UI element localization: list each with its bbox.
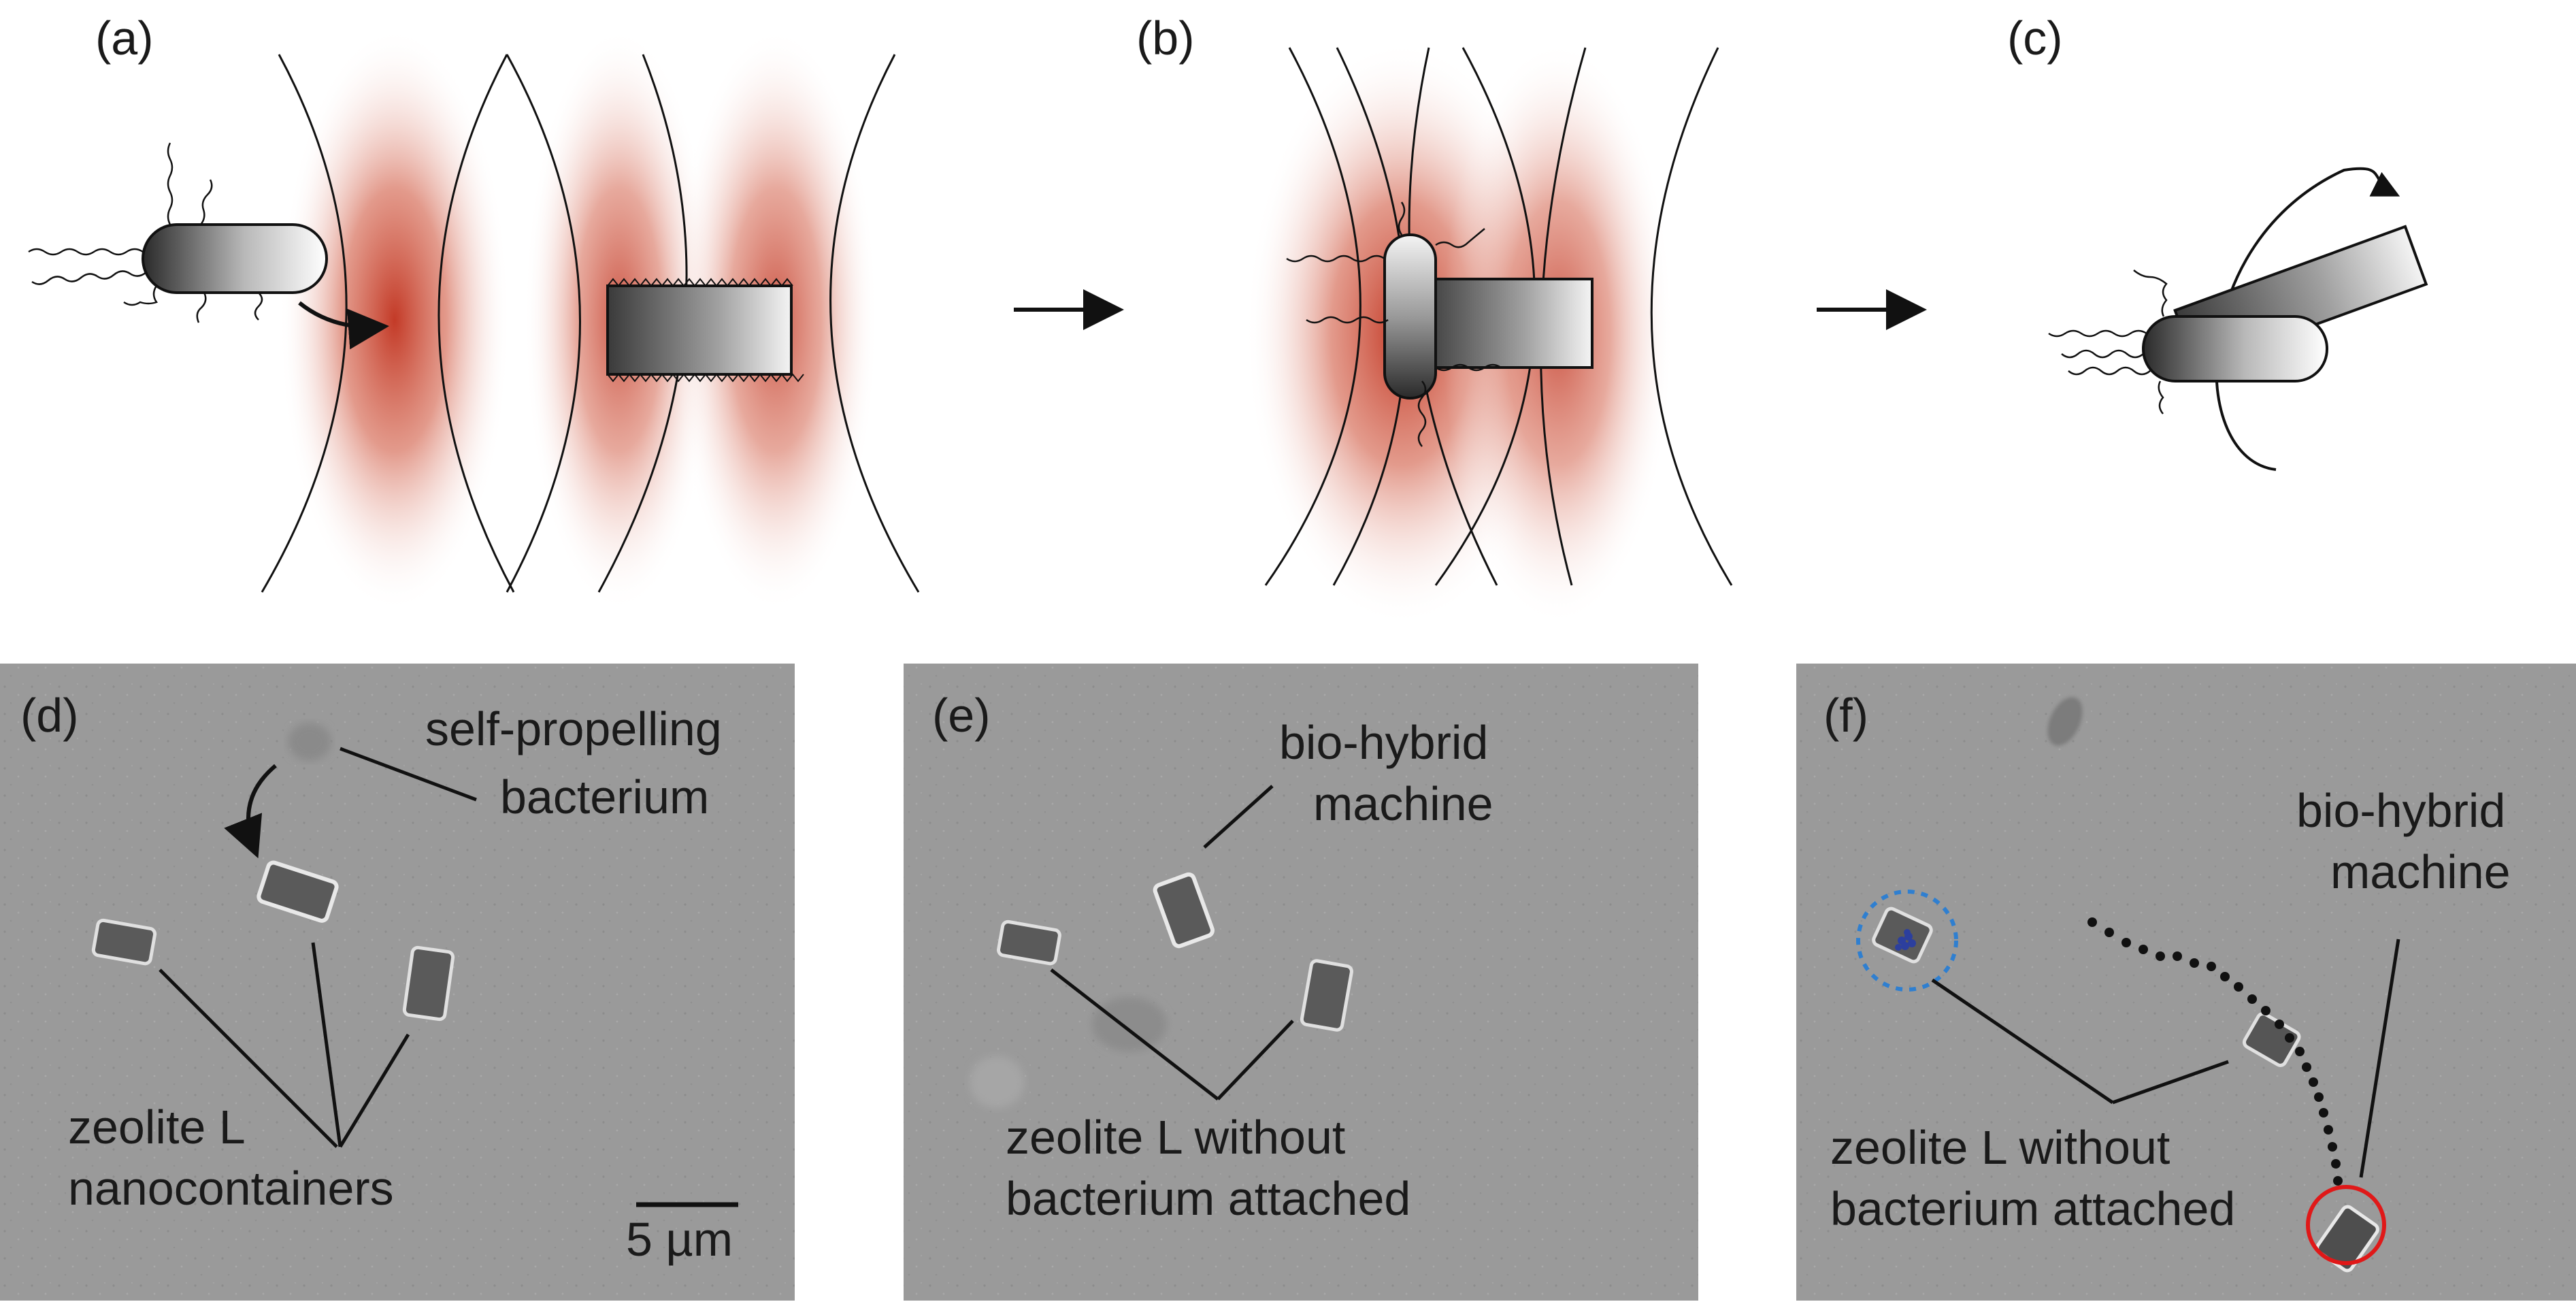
zeolite-crystal-icon xyxy=(91,860,455,1022)
panel-a-label: (a) xyxy=(95,12,154,65)
panel-b-label: (b) xyxy=(1136,12,1195,65)
panel-d-label: (d) xyxy=(20,689,79,742)
panel-a: (a) xyxy=(28,12,920,613)
panel-b: (b) xyxy=(1136,12,1733,626)
micrograph-f xyxy=(1796,664,2576,1301)
trajectory-dots xyxy=(2087,917,2343,1186)
zeolite-label-line1: zeolite L without xyxy=(1006,1111,1345,1164)
zeolite-label-line2: bacterium attached xyxy=(1006,1172,1410,1225)
laser-beam-icon xyxy=(279,27,878,613)
machine-label-line2: machine xyxy=(2330,845,2511,898)
panel-f-label: (f) xyxy=(1823,689,1868,742)
arrow-icon xyxy=(298,301,389,350)
bacterium-icon xyxy=(2048,270,2328,414)
bacterium-icon xyxy=(1286,201,1502,447)
zeolite-label-line1: zeolite L xyxy=(68,1101,246,1154)
panel-e-label: (e) xyxy=(932,689,991,742)
machine-label-line1: bio-hybrid xyxy=(1279,716,1488,769)
zeolite-crystal-icon xyxy=(606,278,804,382)
zeolite-crystal-icon xyxy=(997,872,1353,1032)
machine-label-line2: machine xyxy=(1313,777,1493,830)
bacterium-icon xyxy=(28,142,328,323)
machine-circle xyxy=(2306,1185,2386,1265)
panel-c: (c) xyxy=(2007,12,2428,471)
zeolite-crystal-icon xyxy=(1421,278,1594,369)
tracked-position-marker xyxy=(1895,929,1916,951)
zeolite-label-line2: nanocontainers xyxy=(68,1162,394,1215)
dotted-circle xyxy=(1856,890,1958,992)
micrograph-e xyxy=(904,664,1698,1301)
bacterium-label-line1: self-propelling xyxy=(425,702,722,755)
panel-d: 5 µm self-propelling bacterium zeolite L… xyxy=(0,664,795,1301)
panel-c-label: (c) xyxy=(2007,12,2063,65)
panel-f: bio-hybrid machine zeolite L without bac… xyxy=(1796,664,2576,1301)
panel-e: bio-hybrid machine zeolite L without bac… xyxy=(904,664,1698,1301)
scale-bar-label: 5 µm xyxy=(626,1213,733,1266)
rotation-arrow-icon xyxy=(2215,167,2400,471)
machine-label-line1: bio-hybrid xyxy=(2296,784,2505,837)
zeolite-label-line1: zeolite L without xyxy=(1830,1121,2170,1174)
zeolite-label-line2: bacterium attached xyxy=(1830,1182,2235,1235)
bacterium-label-line2: bacterium xyxy=(500,770,709,824)
arrow-icon xyxy=(224,764,277,859)
